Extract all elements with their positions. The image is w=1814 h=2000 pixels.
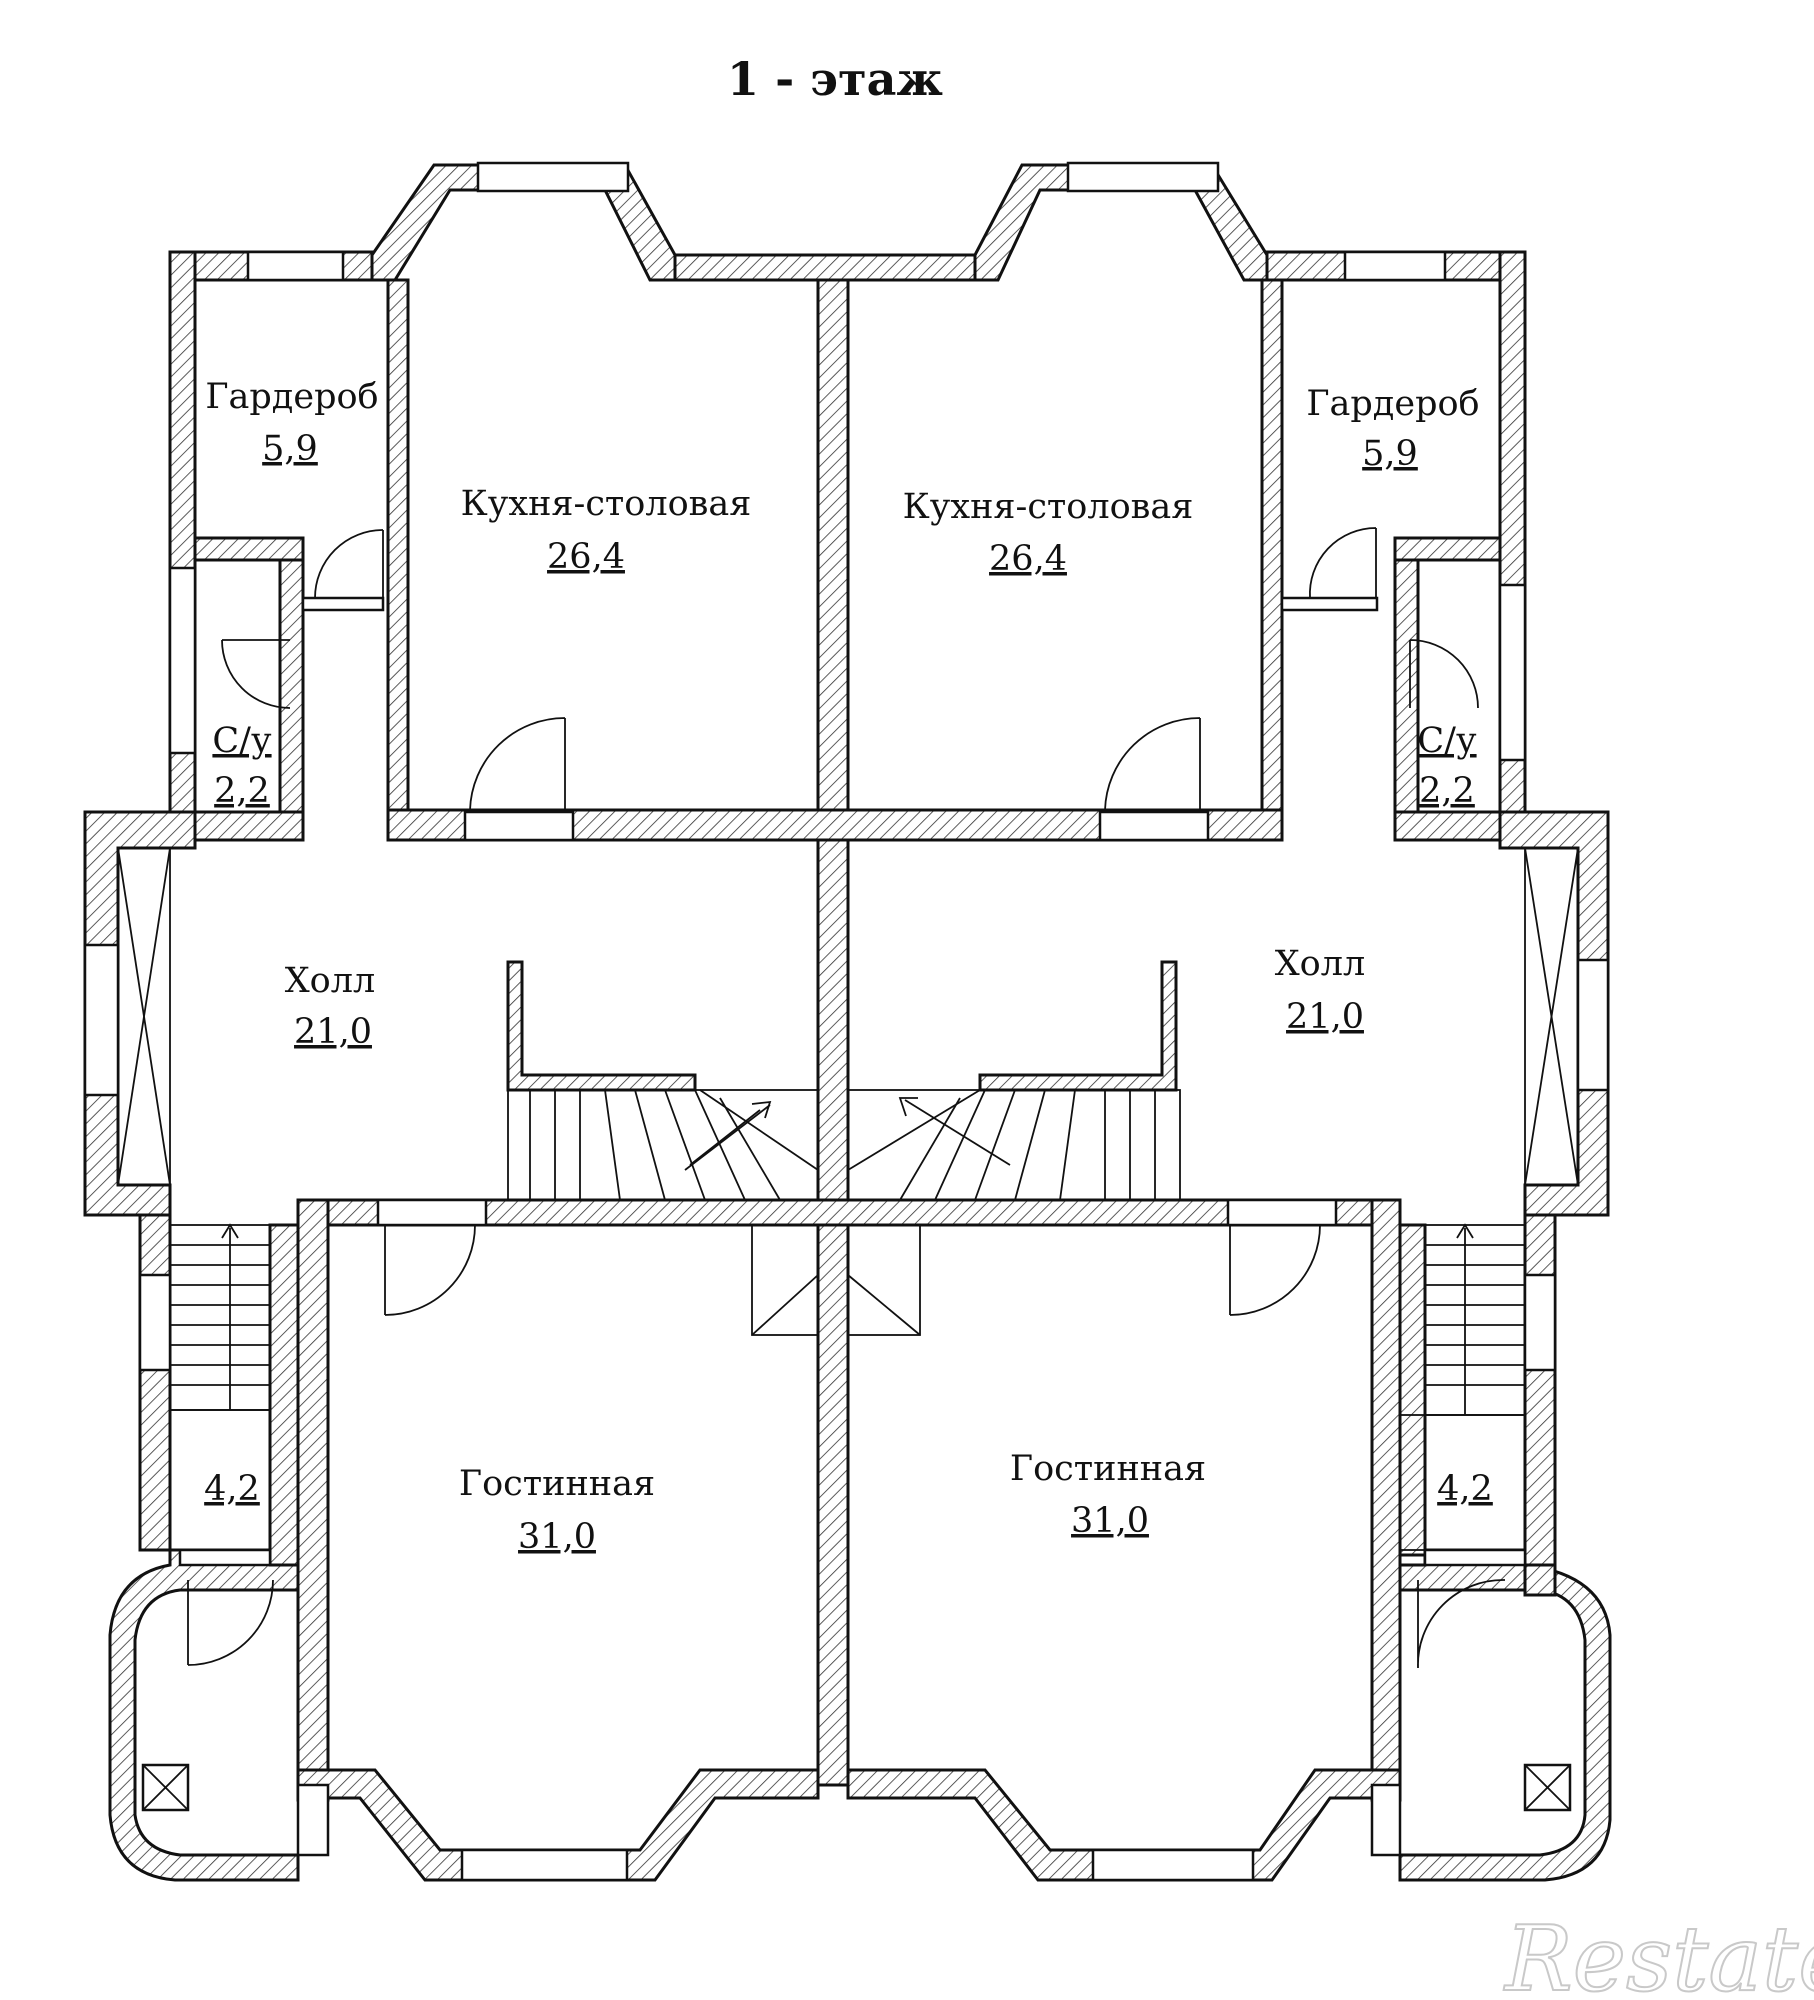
kitchen-right-name: Кухня-столовая bbox=[903, 487, 1194, 527]
wc-left-area: 2,2 bbox=[214, 771, 270, 811]
stair-left bbox=[169, 1223, 271, 1551]
wc-right-name: С/у bbox=[1417, 721, 1477, 761]
wc-left-name: С/у bbox=[212, 721, 272, 761]
hall-right-name: Холл bbox=[1275, 944, 1365, 984]
vestibule-right-area: 4,2 bbox=[1437, 1469, 1493, 1509]
watermark-logo: Restate bbox=[1503, 1907, 1814, 2000]
winder-stair-left bbox=[507, 1089, 819, 1201]
living-left-name: Гостинная bbox=[459, 1464, 655, 1504]
living-right-name: Гостинная bbox=[1010, 1449, 1206, 1489]
kitchen-right-area: 26,4 bbox=[989, 539, 1067, 579]
windows bbox=[83, 161, 1610, 1882]
room-labels: Гардероб 5,9 Гардероб 5,9 Кухня-столовая… bbox=[204, 377, 1493, 1557]
hall-left-name: Холл bbox=[285, 961, 375, 1001]
wc-right-area: 2,2 bbox=[1419, 771, 1475, 811]
hall-left-area: 21,0 bbox=[294, 1012, 372, 1052]
wardrobe-right-area: 5,9 bbox=[1362, 434, 1418, 474]
wardrobe-left-name: Гардероб bbox=[205, 377, 378, 417]
kitchen-left-area: 26,4 bbox=[547, 537, 625, 577]
living-right-area: 31,0 bbox=[1071, 1501, 1149, 1541]
living-left-area: 31,0 bbox=[518, 1517, 596, 1557]
stairs-and-fixtures bbox=[117, 847, 1579, 1812]
wardrobe-left-area: 5,9 bbox=[262, 429, 318, 469]
kitchen-left-name: Кухня-столовая bbox=[461, 484, 752, 524]
vestibule-left-area: 4,2 bbox=[204, 1469, 260, 1509]
wardrobe-right-name: Гардероб bbox=[1306, 384, 1479, 424]
winder-stair-right bbox=[847, 1089, 1181, 1201]
plan-title: 1 - этаж bbox=[727, 52, 943, 106]
stair-right bbox=[1399, 1223, 1526, 1551]
hall-right-area: 21,0 bbox=[1286, 997, 1364, 1037]
doors bbox=[178, 527, 1527, 1669]
